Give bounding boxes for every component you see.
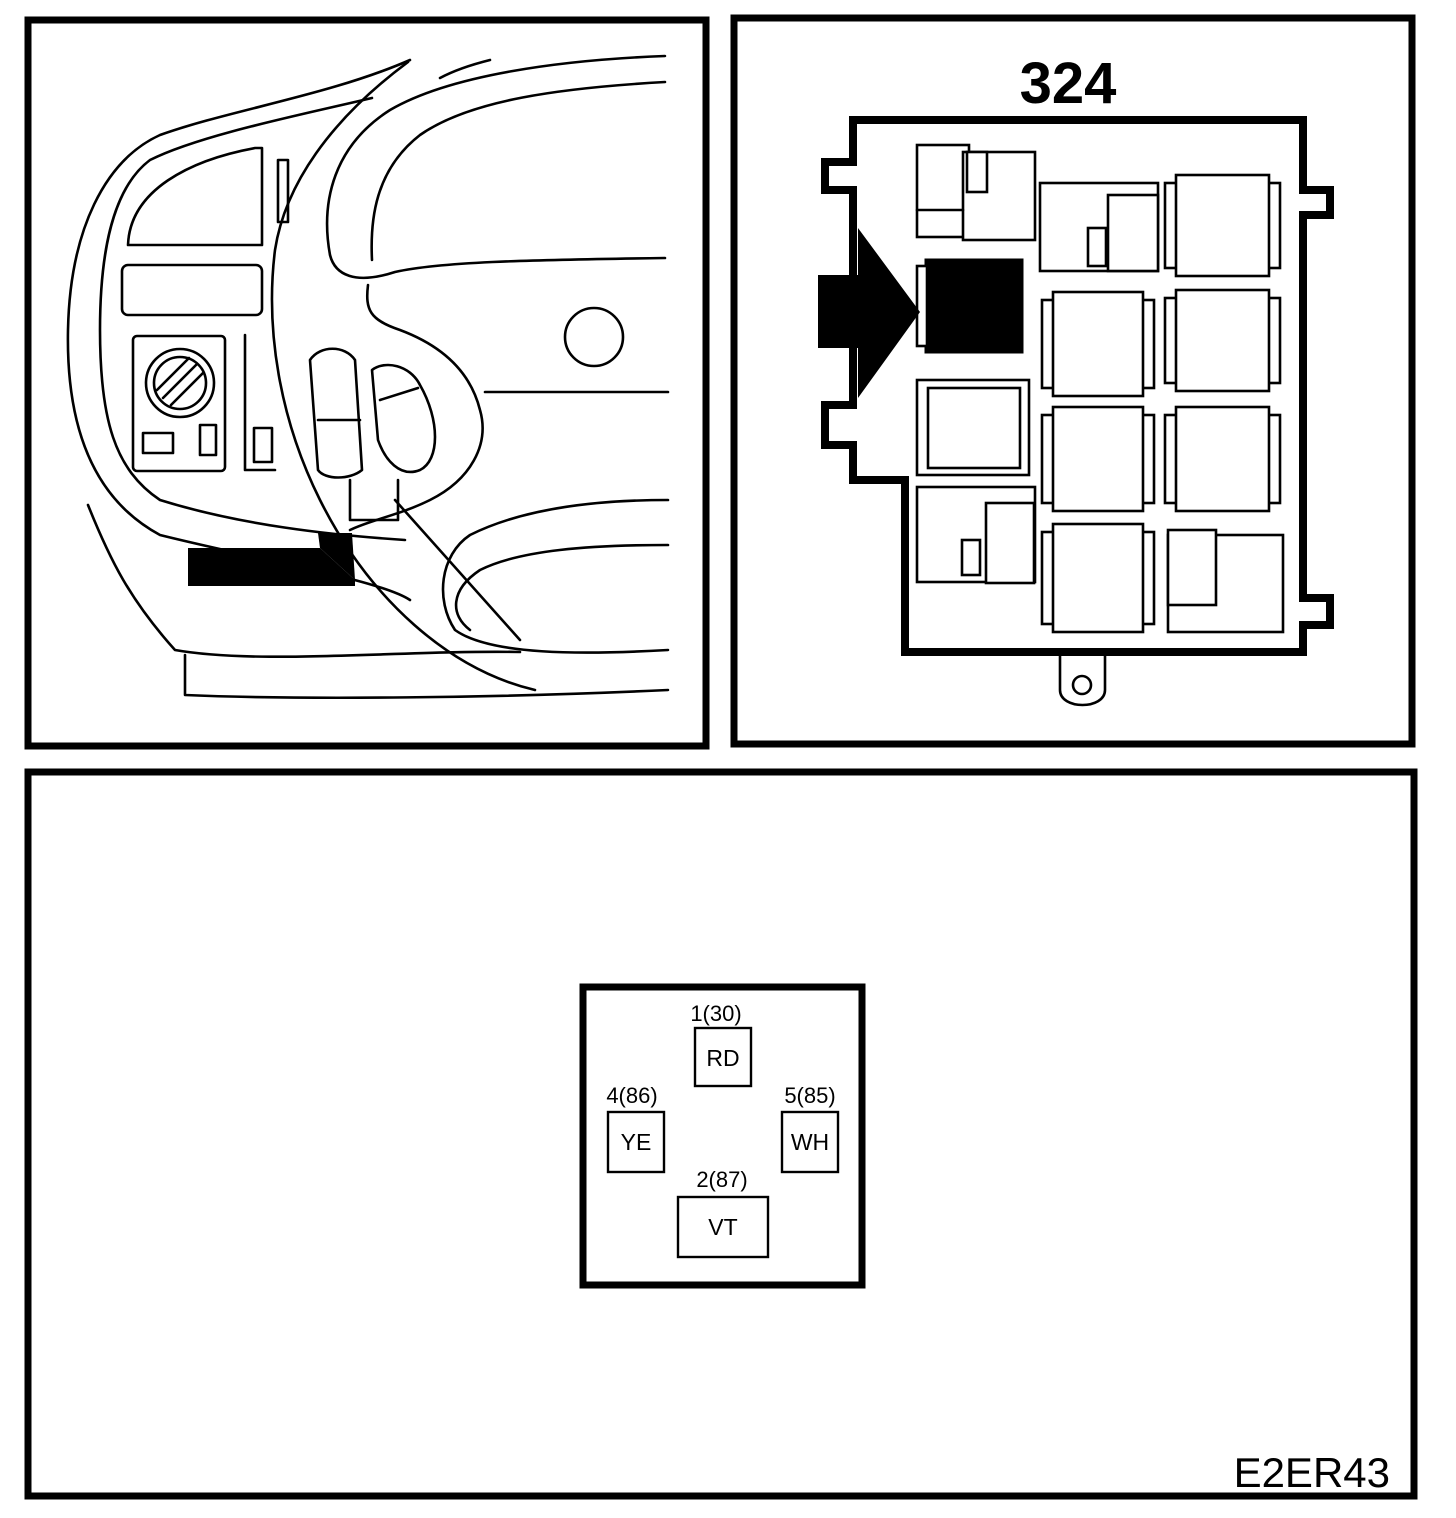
pinout-panel-frame <box>24 768 1418 1500</box>
figure-reference: E2ER43 <box>1234 1449 1390 1496</box>
pin-1-wire-color: RD <box>706 1045 739 1071</box>
relay-slot-9 <box>1163 173 1282 278</box>
relay-slot-8 <box>1040 522 1156 634</box>
pin-4-86: 4(86) YE <box>606 1083 666 1174</box>
pin-4-terminal <box>606 1110 666 1174</box>
relay-slot-highlighted <box>915 258 1024 354</box>
relay-slot-7 <box>1040 405 1156 513</box>
highlighted-location-bar <box>188 548 355 586</box>
relay-slot-3 <box>915 378 1031 477</box>
connector-pinout-panel: 1(30) RD 4(86) YE 5(85) WH 2(87) VT E2ER… <box>24 768 1418 1500</box>
pin-4-label: 4(86) <box>606 1083 657 1108</box>
pin-1-30: 1(30) RD <box>690 1001 753 1088</box>
pin-5-terminal <box>780 1110 840 1174</box>
pin-2-label: 2(87) <box>696 1167 747 1192</box>
relay-slot-6 <box>1040 290 1156 398</box>
relay-slot-10 <box>1163 288 1282 393</box>
pin-1-terminal <box>693 1026 753 1088</box>
relay-box-panel-frame <box>730 14 1416 748</box>
relay-slot-1 <box>915 143 1037 242</box>
relay-grid <box>915 143 1285 634</box>
relay-box-title: 324 <box>1020 51 1117 116</box>
relay-slot-5 <box>1038 181 1160 273</box>
dashboard-location-panel <box>24 16 710 750</box>
pin-5-85: 5(85) WH <box>780 1083 840 1174</box>
pin-2-terminal <box>676 1195 770 1259</box>
pin-1-label: 1(30) <box>690 1001 741 1026</box>
pin-4-wire-color: YE <box>621 1129 652 1155</box>
relay-slot-11 <box>1163 405 1282 513</box>
relay-box-panel: 324 <box>730 14 1416 748</box>
dashboard-panel-frame <box>24 16 710 750</box>
pin-2-wire-color: VT <box>708 1214 737 1240</box>
relay-slot-12 <box>1166 528 1285 634</box>
pin-2-87: 2(87) VT <box>676 1167 770 1259</box>
pin-5-label: 5(85) <box>784 1083 835 1108</box>
location-arrow-icon <box>818 228 920 398</box>
dashboard-drawing <box>66 54 670 700</box>
relay-box-outline <box>821 116 1334 707</box>
relay-slot-4 <box>915 485 1037 585</box>
pin-5-wire-color: WH <box>791 1129 829 1155</box>
